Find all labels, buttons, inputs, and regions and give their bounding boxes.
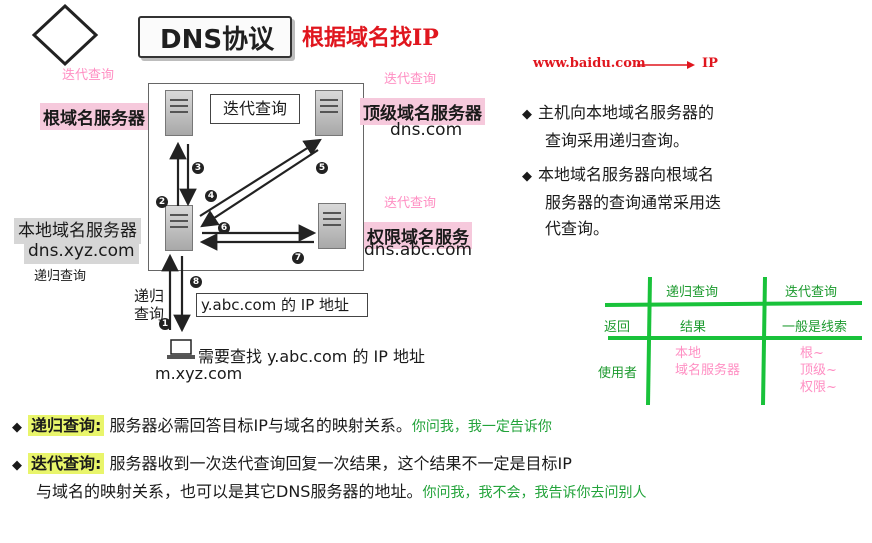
diamond-bullet-icon: ◆ [522,169,532,184]
bullet-1-line2: 查询采用递归查询。 [545,131,690,150]
step-5: 5 [316,162,328,174]
host-name: m.xyz.com [155,364,243,383]
def-note-iterative: 你问我，我不会，我告诉你去问别人 [422,485,647,501]
def-text-iterative: 服务器收到一次迭代查询回复一次结果，这个结果不一定是目标IP [109,454,572,473]
step-8: 8 [190,276,202,288]
table-cell-servers: 根~ 顶级~ 权限~ [800,346,837,395]
step-2: 2 [156,196,168,208]
recursive-label-line2: 查询 [134,305,165,323]
iter-note-tld: 迭代查询 [384,72,437,87]
def-text-recursive: 服务器必需回答目标IP与域名的映射关系。 [109,416,412,435]
step-7: 7 [292,252,304,264]
definition-iterative: ◆ 迭代查询: 服务器收到一次迭代查询回复一次结果，这个结果不一定是目标IP 与域… [12,451,646,506]
def-note-recursive: 你问我，我一定告诉你 [411,419,552,435]
auth-domain: dns.abc.com [364,240,473,260]
step-1: 1 [159,318,171,330]
step-4: 4 [205,190,217,202]
root-server-label: 根域名服务器 [40,103,148,130]
answer-box: y.abc.com 的 IP 地址 [196,293,368,317]
table-cell-local: 本地 域名服务器 [675,346,741,378]
host-need-text: 需要查找 y.abc.com 的 IP 地址 [198,347,426,366]
tld-server-icon [315,90,343,136]
bullet-2: ◆ 本地域名服务器向根域名 服务器的查询通常采用迭 代查询。 [522,162,721,242]
iter-note-root: 迭代查询 [62,68,115,83]
arrow-right-icon [637,61,695,69]
local-server-icon [165,205,193,251]
local-domain: dns.xyz.com [24,238,139,264]
recursive-label-line1: 递归 [134,287,165,305]
url-example: www.baidu.com [533,56,646,71]
def-term-iterative: 迭代查询: [28,453,105,474]
diamond-bullet-icon: ◆ [12,420,22,435]
step-3: 3 [192,162,204,174]
diamond-bullet-icon: ◆ [522,107,532,122]
diamond-logo-icon [31,3,99,67]
bullet-1-line1: 主机向本地域名服务器的 [538,103,715,122]
table-grid [604,276,863,406]
definition-recursive: ◆ 递归查询: 服务器必需回答目标IP与域名的映射关系。你问我，我一定告诉你 [12,412,552,436]
auth-server-icon [318,203,346,249]
step-6: 6 [218,222,230,234]
recursive-label: 递归 查询 [134,287,164,323]
iter-note-auth: 迭代查询 [384,196,437,211]
tld-server-label: 顶级域名服务器 [360,98,485,125]
page-title: DNS协议 [160,25,275,55]
table-row-user: 使用者 [598,366,638,381]
tld-domain: dns.com [390,120,463,140]
query-arrows [161,138,322,333]
def-text-iterative-2: 与域名的映射关系，也可以是其它DNS服务器的地址。 [36,482,423,501]
auth-server-label: 权限域名服务 [364,222,472,249]
table-col-recursive: 递归查询 [666,285,719,300]
table-row-return: 返回 [604,320,631,335]
laptop-icon [167,339,195,359]
title-box [138,16,292,58]
table-col-iterative: 迭代查询 [785,285,838,300]
bullet-2-line2: 服务器的查询通常采用迭 [545,193,722,212]
ip-label: IP [702,56,718,71]
table-cell-clue: 一般是线索 [782,320,848,335]
bullet-1: ◆ 主机向本地域名服务器的 查询采用递归查询。 [522,100,714,154]
bullet-2-line1: 本地域名服务器向根域名 [538,165,715,184]
recursive-note: 递归查询 [34,269,87,284]
table-cell-result: 结果 [680,320,707,335]
def-term-recursive: 递归查询: [28,415,105,436]
diagram-frame [148,83,364,271]
root-server-icon [165,90,193,136]
handwritten-subtitle: 根据域名找IP [302,25,439,51]
diamond-bullet-icon: ◆ [12,458,22,473]
iter-box-label: 迭代查询 [210,94,300,124]
bullet-2-line3: 代查询。 [545,219,610,238]
